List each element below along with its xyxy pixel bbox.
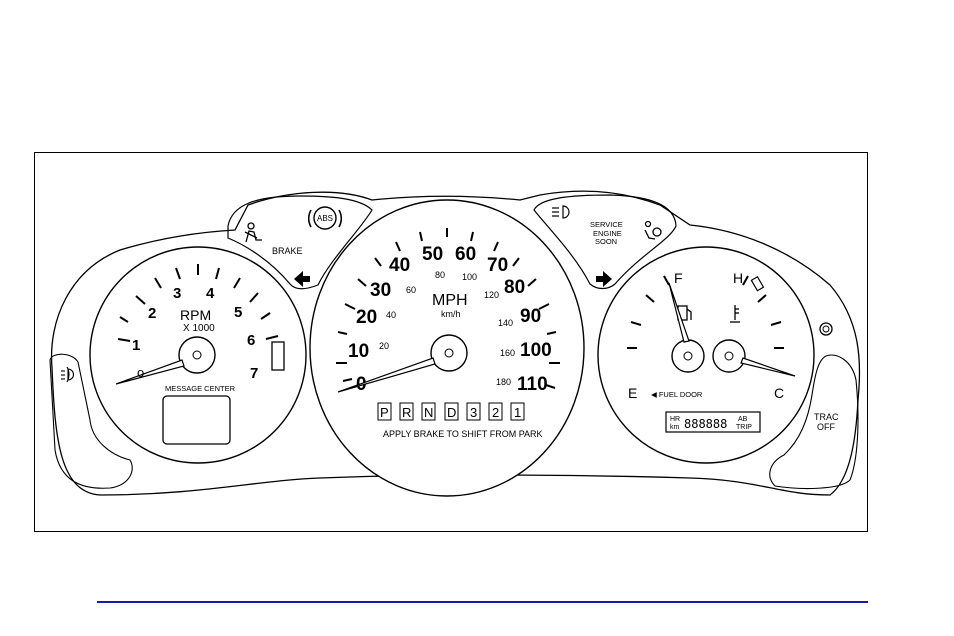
speedo-ticks bbox=[336, 228, 560, 389]
kmh-num-40: 40 bbox=[386, 310, 396, 320]
trip-reset-knob[interactable] bbox=[819, 322, 833, 336]
trac-off-line1: TRAC bbox=[814, 412, 839, 422]
tach-num-5: 5 bbox=[234, 304, 242, 321]
coolant-temp-icon bbox=[730, 305, 740, 323]
abs-icon bbox=[307, 206, 343, 230]
kmh-num-120: 120 bbox=[484, 290, 499, 300]
fuel-needle bbox=[668, 282, 690, 343]
kmh-num-20: 20 bbox=[379, 341, 389, 351]
service-line2: ENGINE bbox=[593, 229, 622, 238]
figure-frame bbox=[34, 152, 868, 532]
tach-redline-box bbox=[271, 341, 285, 371]
high-beam-icon bbox=[552, 205, 570, 219]
kmh-num-180: 180 bbox=[496, 377, 511, 387]
fog-lamp-icon bbox=[61, 366, 74, 383]
tach-hub bbox=[178, 336, 216, 374]
tach-num-6: 6 bbox=[247, 332, 255, 349]
odometer-display bbox=[665, 411, 761, 433]
tach-num-1: 1 bbox=[132, 337, 140, 354]
right-side-pod bbox=[769, 354, 859, 489]
gear-2: 2 bbox=[492, 405, 499, 420]
gear-indicator bbox=[377, 402, 525, 421]
temp-cold-label: C bbox=[774, 385, 784, 401]
left-warning-pod bbox=[227, 195, 373, 290]
tach-ticks bbox=[117, 264, 279, 342]
tach-num-2: 2 bbox=[148, 305, 156, 322]
speedo-needle bbox=[337, 357, 436, 393]
speedo-num-60: 60 bbox=[455, 244, 476, 265]
airbag-icon bbox=[644, 220, 662, 240]
fuel-temp-ticks bbox=[627, 275, 784, 349]
seatbelt-icon bbox=[244, 222, 262, 243]
gear-n: N bbox=[424, 405, 433, 420]
speedo-unit-metric: km/h bbox=[441, 309, 461, 319]
kmh-num-60: 60 bbox=[406, 285, 416, 295]
fuel-hub bbox=[671, 339, 705, 373]
service-line1: SERVICE bbox=[590, 220, 623, 229]
fuel-empty-label: E bbox=[628, 385, 637, 401]
gear-d: D bbox=[447, 405, 456, 420]
temp-hub bbox=[712, 339, 746, 373]
bottom-rule bbox=[97, 601, 868, 603]
tach-num-3: 3 bbox=[173, 285, 181, 302]
gear-p: P bbox=[380, 405, 389, 420]
message-center-display bbox=[162, 395, 231, 445]
kmh-num-80: 80 bbox=[435, 270, 445, 280]
speedo-num-90: 90 bbox=[520, 306, 541, 327]
tach-zero-mark: o bbox=[137, 365, 144, 380]
temp-hot-zone bbox=[750, 275, 765, 292]
kmh-num-140: 140 bbox=[498, 318, 513, 328]
left-side-pod bbox=[49, 353, 133, 489]
tach-multiplier: X 1000 bbox=[183, 323, 215, 334]
speedo-num-30: 30 bbox=[370, 280, 391, 301]
speedo-num-100: 100 bbox=[520, 340, 552, 361]
tach-num-7: 7 bbox=[250, 365, 258, 382]
fuel-door-label: ◀ FUEL DOOR bbox=[651, 390, 703, 399]
shift-note: APPLY BRAKE TO SHIFT FROM PARK bbox=[383, 429, 543, 439]
speedo-unit: MPH bbox=[432, 292, 468, 309]
speedo-num-50: 50 bbox=[422, 244, 443, 265]
right-warning-pod bbox=[533, 194, 677, 290]
odometer-km: km bbox=[670, 424, 680, 431]
temp-needle bbox=[740, 357, 796, 377]
speedo-num-40: 40 bbox=[389, 255, 410, 276]
brake-label: BRAKE bbox=[272, 246, 303, 256]
abs-label: ABS bbox=[317, 214, 333, 223]
temp-hot-label: H bbox=[733, 270, 743, 286]
speedo-num-10: 10 bbox=[348, 341, 369, 362]
speedo-num-70: 70 bbox=[487, 255, 508, 276]
message-center-label: MESSAGE CENTER bbox=[165, 384, 236, 393]
fuel-full-label: F bbox=[674, 270, 683, 286]
gear-1: 1 bbox=[514, 405, 521, 420]
odometer-hr: HR bbox=[670, 416, 680, 423]
left-turn-signal-icon bbox=[294, 271, 310, 287]
speedo-num-80: 80 bbox=[504, 277, 525, 298]
tach-label: RPM bbox=[180, 307, 211, 323]
kmh-num-100: 100 bbox=[462, 272, 477, 282]
kmh-num-160: 160 bbox=[500, 348, 515, 358]
right-turn-signal-icon bbox=[596, 271, 612, 287]
trac-off-line2: OFF bbox=[817, 422, 835, 432]
gear-3: 3 bbox=[470, 405, 477, 420]
service-line3: SOON bbox=[595, 237, 617, 246]
odometer-digits: 888888 bbox=[684, 417, 727, 431]
odometer-trip: TRIP bbox=[736, 424, 752, 431]
speedo-num-20: 20 bbox=[356, 307, 377, 328]
tach-needle bbox=[115, 359, 185, 385]
tach-num-4: 4 bbox=[206, 285, 215, 302]
cluster-housing bbox=[50, 190, 861, 496]
speedo-hub bbox=[430, 334, 468, 372]
speedo-num-110: 110 bbox=[517, 374, 548, 395]
odometer-ab: AB bbox=[738, 416, 748, 423]
gear-r: R bbox=[402, 405, 411, 420]
